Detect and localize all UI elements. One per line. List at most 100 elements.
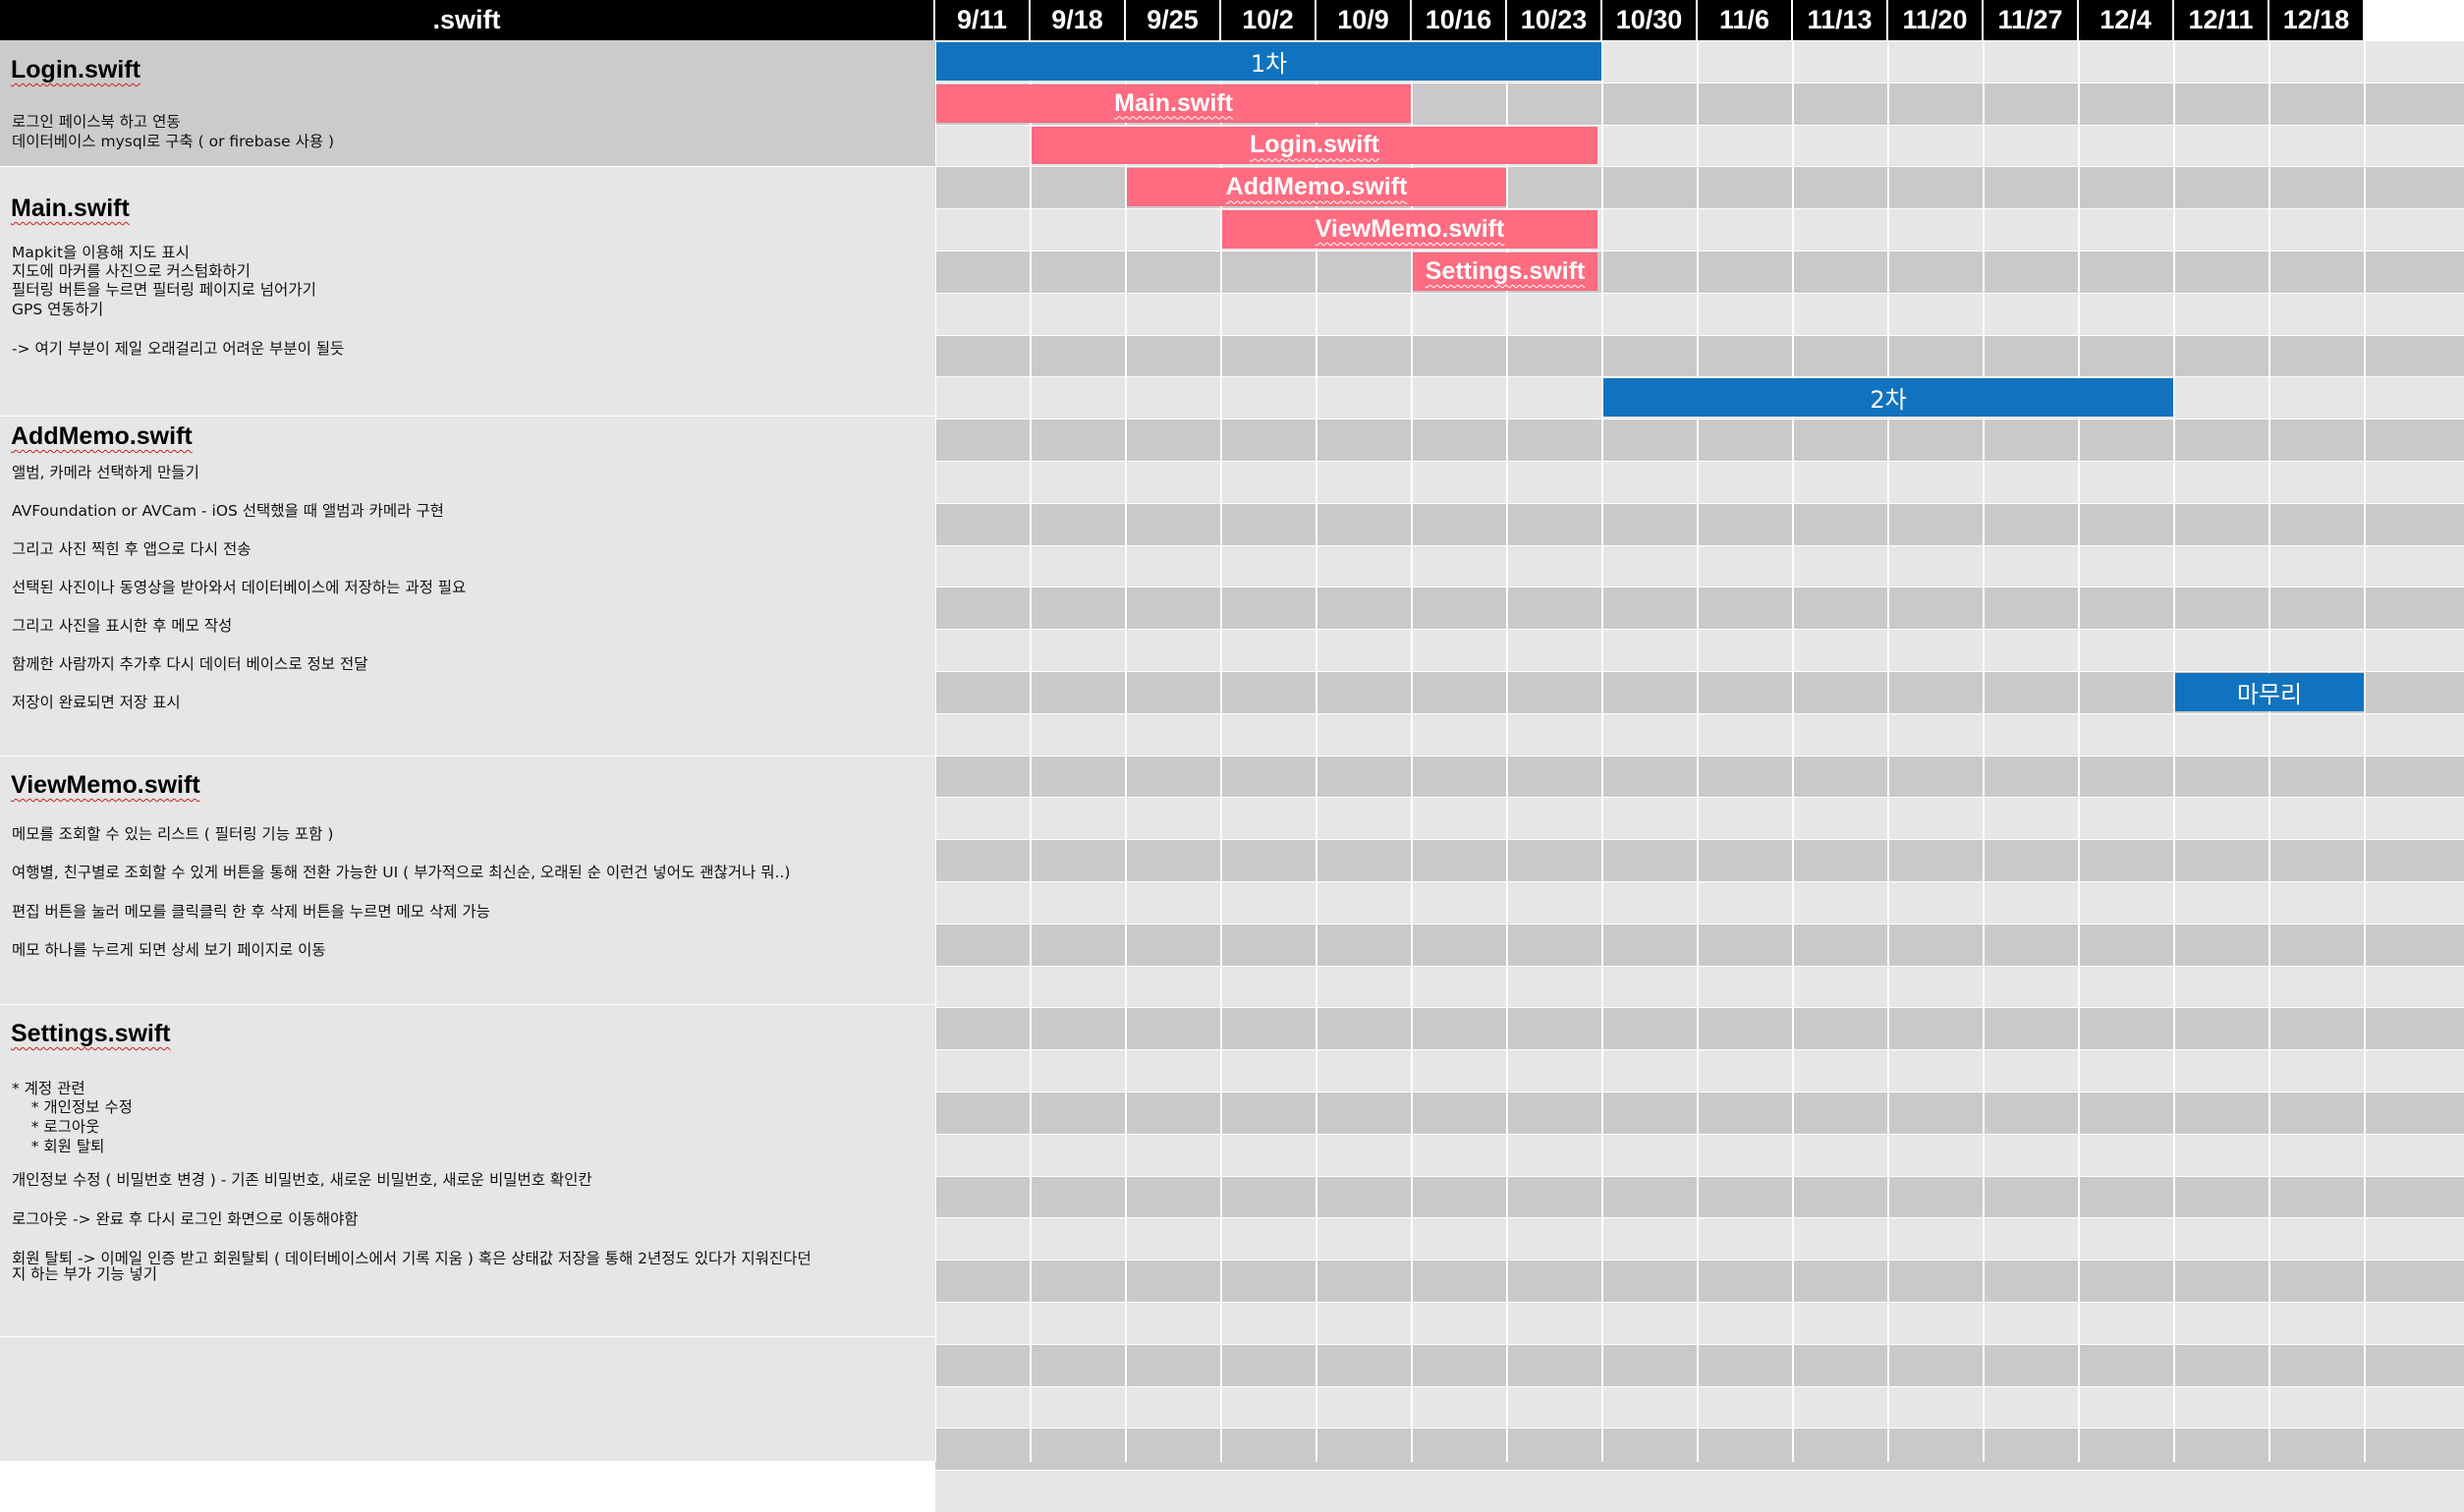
grid-line: [935, 124, 2464, 126]
week-header: 10/9: [1316, 0, 1412, 40]
section-note: GPS 연동하기: [12, 301, 104, 318]
grid-line: [935, 334, 2464, 336]
grid-row: [935, 923, 2464, 966]
gantt-bar-phase: 마무리: [2175, 673, 2364, 711]
grid-row: [935, 1007, 2464, 1050]
grid-column-line: [1316, 40, 1317, 1462]
grid-row: [935, 1470, 2464, 1512]
section-title: Settings.swift: [11, 1020, 171, 1047]
week-header: 12/18: [2269, 0, 2365, 40]
grid-row: [935, 1133, 2464, 1176]
grid-line: [935, 797, 2464, 799]
section-note: 선택된 사진이나 동영상을 받아와서 데이터베이스에 저장하는 과정 필요: [12, 579, 467, 596]
gantt-bar-task: Settings.swift: [1413, 252, 1597, 291]
week-header: 10/30: [1602, 0, 1698, 40]
grid-row: [935, 419, 2464, 461]
grid-row: [935, 1175, 2464, 1218]
grid-row: [935, 292, 2464, 335]
grid-row: [935, 502, 2464, 545]
section-title: ViewMemo.swift: [11, 771, 200, 799]
grid-row: [935, 587, 2464, 630]
grid-row: [935, 461, 2464, 503]
grid-column-line: [1601, 40, 1603, 1462]
gantt-bar-phase: 2차: [1603, 378, 2173, 418]
grid-row: [935, 544, 2464, 588]
section-note: 앨범, 카메라 선택하게 만들기: [12, 464, 199, 481]
grid-column-line: [1887, 40, 1889, 1462]
grid-line: [935, 376, 2464, 378]
header-description-cell: .swift: [0, 0, 935, 40]
grid-line: [935, 166, 2464, 168]
grid-line: [935, 1217, 2464, 1219]
gantt-bar-task: Login.swift: [1032, 126, 1597, 165]
section-note: 회원 탈퇴 -> 이메일 인증 받고 회원탈퇴 ( 데이터베이스에서 기록 지움…: [12, 1250, 812, 1267]
section-title: Main.swift: [11, 195, 130, 222]
grid-column-line: [1506, 40, 1508, 1462]
grid-row: [935, 1049, 2464, 1092]
grid-row: [935, 251, 2464, 293]
week-header: 9/18: [1031, 0, 1126, 40]
section-note: 메모 하나를 누르게 되면 상세 보기 페이지로 이동: [12, 941, 326, 959]
grid-column-line: [2173, 40, 2175, 1462]
grid-line: [935, 1385, 2464, 1387]
grid-row: [935, 1385, 2464, 1428]
section-note: * 개인정보 수정: [12, 1098, 133, 1116]
section-note: 지 하는 부가 기능 넣기: [12, 1265, 158, 1283]
grid-line: [935, 1175, 2464, 1177]
grid-row: [935, 1092, 2464, 1134]
grid-row: [935, 965, 2464, 1008]
grid-row: [935, 1260, 2464, 1302]
grid-row: [935, 797, 2464, 840]
grid-row: [935, 881, 2464, 924]
grid-line: [935, 1133, 2464, 1135]
grid-line: [935, 1302, 2464, 1303]
week-header: 10/23: [1507, 0, 1602, 40]
week-header: 9/11: [935, 0, 1031, 40]
gantt-bar-task: ViewMemo.swift: [1222, 210, 1597, 249]
grid-column-line: [1697, 40, 1699, 1462]
grid-column-line: [1983, 40, 1985, 1462]
grid-row: [935, 1302, 2464, 1344]
grid-row: [935, 1428, 2464, 1471]
section-title: Login.swift: [11, 56, 140, 84]
grid-line: [935, 671, 2464, 672]
grid-line: [935, 461, 2464, 462]
section-title: AddMemo.swift: [11, 422, 193, 450]
grid-column-line: [1220, 40, 1222, 1462]
grid-column-line: [2078, 40, 2080, 1462]
grid-line: [935, 1049, 2464, 1051]
gantt-bar-task: AddMemo.swift: [1127, 168, 1506, 207]
grid-line: [935, 712, 2464, 714]
grid-line: [935, 82, 2464, 84]
week-header: 12/4: [2079, 0, 2174, 40]
section-note: 로그인 페이스북 하고 연동: [12, 113, 181, 131]
week-header: 11/6: [1698, 0, 1793, 40]
grid-line: [935, 1343, 2464, 1345]
grid-line: [935, 1470, 2464, 1472]
section-note: Mapkit을 이용해 지도 표시: [12, 244, 190, 261]
section-note: * 회원 탈퇴: [12, 1138, 105, 1155]
grid-row: [935, 839, 2464, 881]
section-note: * 계정 관련: [12, 1080, 85, 1097]
grid-line: [935, 839, 2464, 841]
section-note: 필터링 버튼을 누르면 필터링 페이지로 넘어가기: [12, 281, 316, 299]
grid-row: [935, 334, 2464, 377]
grid-row: [935, 208, 2464, 251]
gantt-bar-task: Main.swift: [936, 84, 1411, 123]
week-header: 9/25: [1126, 0, 1221, 40]
grid-line: [935, 629, 2464, 631]
grid-line: [935, 1007, 2464, 1009]
section-settings: Settings.swift* 계정 관련 * 개인정보 수정 * 로그아웃 *…: [0, 1005, 935, 1337]
section-note: 편집 버튼을 눌러 메모를 클릭클릭 한 후 삭제 버튼을 누르면 메모 삭제 …: [12, 903, 490, 921]
section-note: 개인정보 수정 ( 비밀번호 변경 ) - 기존 비밀번호, 새로운 비밀번호,…: [12, 1171, 592, 1189]
week-header: 10/2: [1221, 0, 1316, 40]
grid-line: [935, 587, 2464, 588]
grid-row: [935, 755, 2464, 798]
section-note: 로그아웃 -> 완료 후 다시 로그인 화면으로 이동해야함: [12, 1210, 359, 1228]
grid-line: [935, 40, 2464, 41]
section-note: 여행별, 친구별로 조회할 수 있게 버튼을 통해 전환 가능한 UI ( 부가…: [12, 864, 791, 881]
